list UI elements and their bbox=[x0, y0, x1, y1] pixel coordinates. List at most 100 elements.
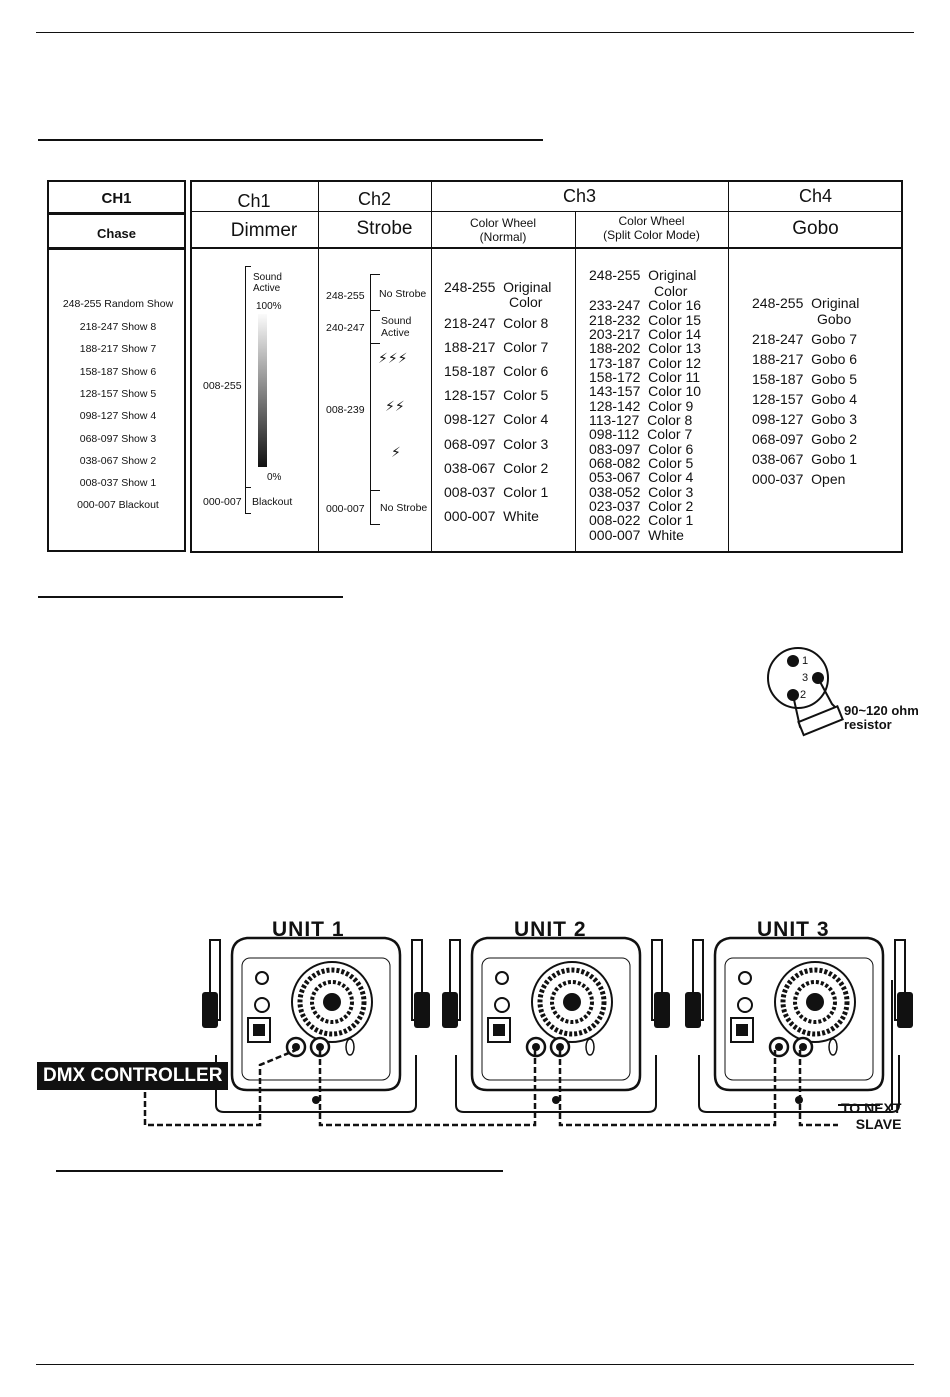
section-rule-channels bbox=[38, 139, 543, 141]
unit-2-title: UNIT 2 bbox=[514, 918, 587, 941]
list-item: 158-187 Gobo 5 bbox=[752, 371, 858, 387]
grid-col-divider bbox=[575, 211, 576, 553]
page-bottom-rule bbox=[36, 1364, 914, 1365]
list-item: Color bbox=[654, 283, 688, 299]
list-item: 098-127 Gobo 3 bbox=[752, 411, 858, 427]
section-rule-dmx bbox=[38, 596, 343, 598]
strobe-header: Ch2 bbox=[357, 189, 392, 209]
list-item: 128-157 Gobo 4 bbox=[752, 391, 858, 407]
list-item: 038-067 Gobo 1 bbox=[752, 451, 858, 467]
xlr-terminator-diagram: 1 3 2 90~120 ohm resistor bbox=[760, 642, 940, 742]
dimmer-sub: Dimmer bbox=[230, 220, 298, 241]
list-item: 158-187 Color 6 bbox=[444, 363, 549, 379]
dmx-cable-paths bbox=[143, 1048, 838, 1127]
ch3-normal-sub: Color Wheel (Normal) bbox=[469, 216, 537, 244]
list-item: 248-255 Original bbox=[444, 279, 552, 295]
list-item: 248-255 Random Show bbox=[62, 298, 174, 310]
list-item: 233-247 Color 16 bbox=[589, 297, 702, 313]
list-item: 188-217 Gobo 6 bbox=[752, 351, 858, 367]
list-item: 008-022 Color 1 bbox=[589, 512, 694, 528]
list-item: 083-097 Color 6 bbox=[589, 441, 694, 457]
list-item: 128-157 Color 5 bbox=[444, 387, 549, 403]
list-item: 000-007 Blackout bbox=[77, 499, 159, 511]
strobe-slow-icon: ⚡ bbox=[391, 445, 401, 461]
list-item: 218-247 Show 8 bbox=[79, 321, 157, 333]
resistor-label: 90~120 ohm resistor bbox=[844, 703, 919, 732]
ch1-header-cell: CH1 bbox=[47, 180, 186, 214]
xlr-pin-1: 1 bbox=[802, 655, 809, 667]
list-item: 008-037 Show 1 bbox=[79, 477, 157, 489]
list-item: 218-247 Color 8 bbox=[444, 315, 549, 331]
strobe-label-2: Sound Active bbox=[381, 315, 412, 339]
ch4-sub: Gobo bbox=[792, 218, 839, 239]
strobe-fast-icon: ⚡⚡⚡ bbox=[378, 351, 408, 367]
list-item: 038-052 Color 3 bbox=[589, 484, 694, 500]
list-item: 203-217 Color 14 bbox=[589, 326, 702, 342]
strobe-range-3: 008-239 bbox=[326, 404, 365, 416]
dimmer-0: 0% bbox=[267, 472, 282, 483]
grid-col-divider bbox=[431, 180, 432, 553]
grid-col-divider bbox=[728, 180, 729, 553]
strobe-range-2: 240-247 bbox=[326, 322, 365, 334]
list-item: 000-007 White bbox=[589, 527, 684, 543]
list-item: 000-007 White bbox=[444, 508, 539, 524]
list-item: 248-255 Original bbox=[589, 267, 697, 283]
ch3-split-sub: Color Wheel (Split Color Mode) bbox=[603, 214, 700, 242]
list-item: 098-127 Color 4 bbox=[444, 411, 549, 427]
list-item: 098-127 Show 4 bbox=[79, 410, 157, 422]
list-item: 068-082 Color 5 bbox=[589, 455, 694, 471]
xlr-pin-3: 3 bbox=[802, 672, 809, 684]
dimmer-100: 100% bbox=[256, 301, 282, 312]
list-item: 068-097 Color 3 bbox=[444, 436, 549, 452]
list-item: 128-157 Show 5 bbox=[79, 388, 157, 400]
dimmer-range-blackout: 000-007 bbox=[203, 496, 242, 508]
fixtures-svg bbox=[143, 900, 950, 1127]
strobe-sub: Strobe bbox=[356, 218, 413, 239]
dimmer-blackout: Blackout bbox=[252, 496, 293, 508]
strobe-range-1: 248-255 bbox=[326, 290, 365, 302]
ch1-sub-cell: Chase bbox=[47, 213, 186, 249]
list-item: 068-097 Gobo 2 bbox=[752, 431, 858, 447]
list-item: 128-142 Color 9 bbox=[589, 398, 694, 414]
list-item: 218-232 Color 15 bbox=[589, 312, 702, 328]
next-slave-label: TO NEXT SLAVE bbox=[841, 1100, 902, 1133]
list-item: 158-172 Color 11 bbox=[589, 369, 701, 385]
dimmer-range-main: 008-255 bbox=[203, 380, 242, 392]
list-item: 218-247 Gobo 7 bbox=[752, 331, 858, 347]
list-item: 068-097 Show 3 bbox=[79, 433, 157, 445]
ch1-sub: Chase bbox=[96, 226, 137, 241]
section-rule-config bbox=[56, 1170, 503, 1172]
list-item: 000-037 Open bbox=[752, 471, 846, 487]
ch1-values-cell: 248-255 Random Show 218-247 Show 8 188-2… bbox=[47, 248, 186, 552]
list-item: 248-255 Original bbox=[752, 295, 860, 311]
grid-col-divider bbox=[318, 180, 319, 553]
list-item: 173-187 Color 12 bbox=[589, 355, 702, 371]
list-item: 023-037 Color 2 bbox=[589, 498, 694, 514]
list-item: 008-037 Color 1 bbox=[444, 484, 549, 500]
list-item: 188-202 Color 13 bbox=[589, 340, 702, 356]
list-item: 053-067 Color 4 bbox=[589, 469, 694, 485]
strobe-medium-icon: ⚡⚡ bbox=[385, 399, 405, 415]
list-item: Color bbox=[509, 294, 543, 310]
grid-rule-sub bbox=[190, 247, 903, 249]
strobe-range-4: 000-007 bbox=[326, 503, 365, 515]
list-item: 158-187 Show 6 bbox=[79, 366, 157, 378]
xlr-connector-icon bbox=[767, 647, 844, 737]
xlr-pin-2: 2 bbox=[800, 689, 807, 701]
list-item: 188-217 Color 7 bbox=[444, 339, 549, 355]
list-item: 113-127 Color 8 bbox=[589, 412, 693, 428]
page-top-rule bbox=[36, 32, 914, 33]
channel-grid bbox=[190, 180, 903, 553]
list-item: 188-217 Show 7 bbox=[79, 343, 157, 355]
dimmer-sound-active: Sound Active bbox=[253, 272, 282, 294]
grid-rule-header bbox=[190, 211, 903, 212]
strobe-label-4: No Strobe bbox=[380, 502, 428, 514]
ch3-header: Ch3 bbox=[562, 186, 597, 206]
unit-3-title: UNIT 3 bbox=[757, 918, 830, 941]
dimmer-header: Ch1 bbox=[237, 191, 271, 211]
ch1-header: CH1 bbox=[101, 190, 132, 207]
list-item: 098-112 Color 7 bbox=[589, 426, 693, 442]
list-item: Gobo bbox=[817, 311, 852, 327]
unit-1-title: UNIT 1 bbox=[272, 918, 345, 941]
strobe-label-1: No Strobe bbox=[379, 288, 427, 300]
